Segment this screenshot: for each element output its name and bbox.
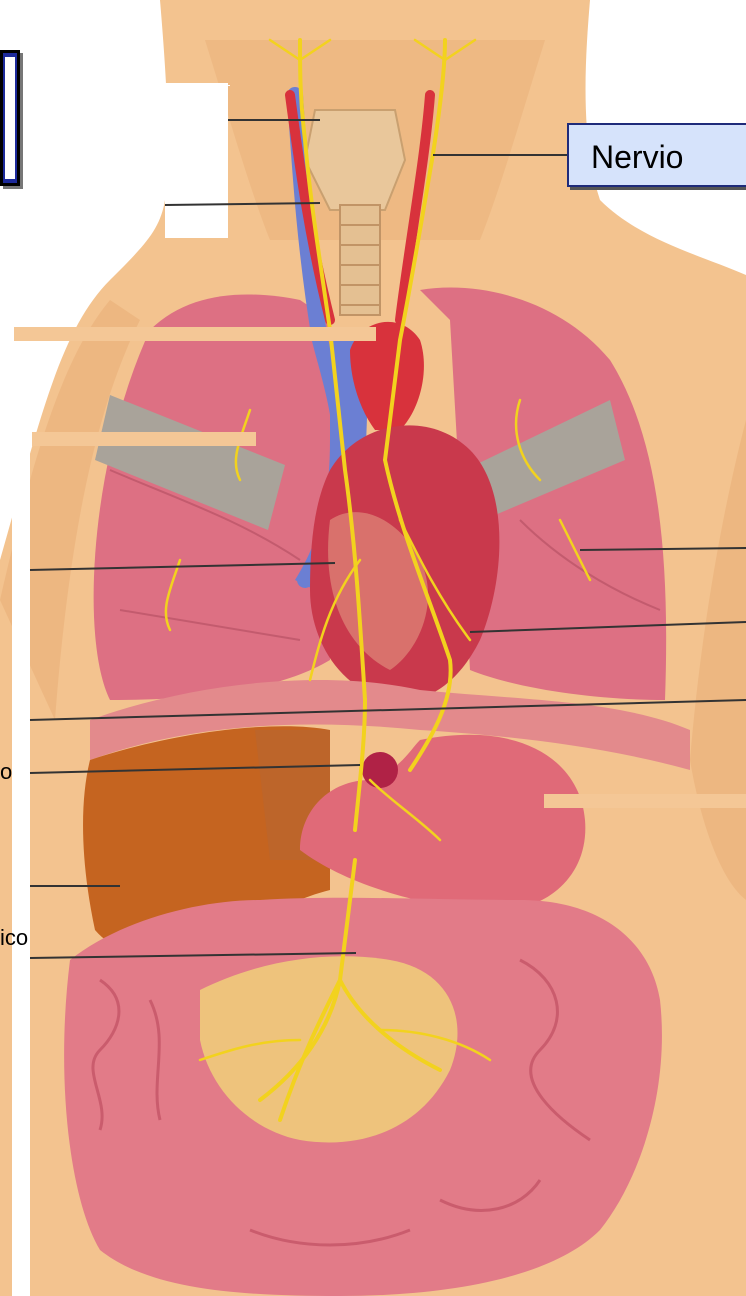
side-label-2: ico [0,925,28,951]
blank-bar-2 [32,432,256,446]
side-label-1: o [0,759,12,785]
corner-title-box-inner [5,57,15,179]
title-label: Nervio [591,139,683,176]
trachea [340,205,380,315]
blank-label-box-1 [228,85,230,86]
blank-label-box-2 [12,296,30,1296]
corner-title-box [0,50,20,186]
blank-label-box-top [165,83,228,238]
blank-bar-1 [14,327,376,341]
esophagus-opening [362,752,398,788]
title-box: Nervio [567,123,746,187]
blank-bar-3 [544,794,746,808]
